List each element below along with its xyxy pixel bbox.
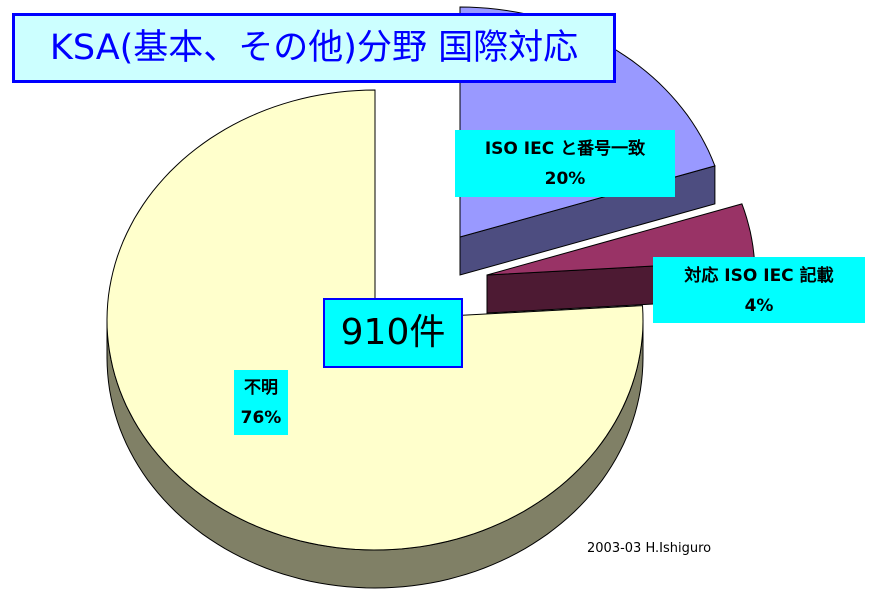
- chart-title: KSA(基本、その他)分野 国際対応: [12, 13, 616, 83]
- credit-text: 2003-03 H.Ishiguro: [587, 541, 712, 556]
- slice-percent: 76%: [240, 408, 282, 428]
- slice-name: ISO IEC と番号一致: [484, 139, 646, 159]
- slice-name: 不明: [244, 378, 278, 398]
- data-label-unknown: 不明 76%: [234, 370, 288, 435]
- data-label-iso-iec-match: ISO IEC と番号一致 20%: [455, 130, 675, 197]
- slice-percent: 4%: [744, 296, 774, 316]
- data-label-iso-iec-noted: 対応 ISO IEC 記載 4%: [653, 257, 865, 323]
- total-count-label: 910件: [323, 298, 463, 368]
- slice-name: 対応 ISO IEC 記載: [684, 266, 834, 286]
- slice-percent: 20%: [544, 169, 586, 189]
